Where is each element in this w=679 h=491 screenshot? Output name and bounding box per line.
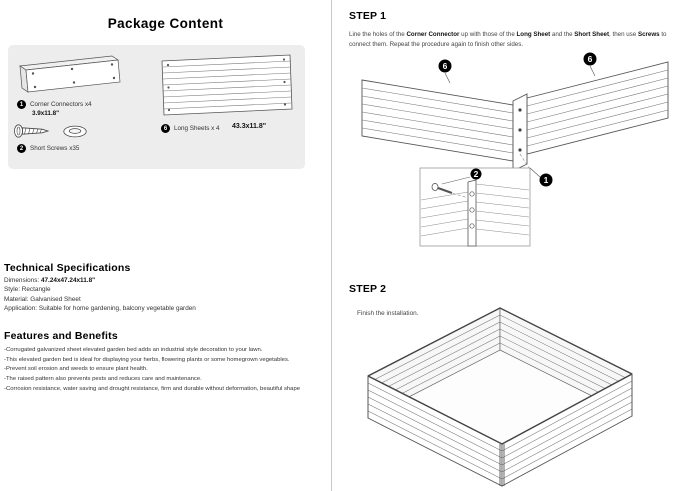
- zoom-corner-strip: [467, 179, 477, 247]
- item-badge-screws: 2: [17, 144, 26, 153]
- package-content-title: Package Content: [107, 16, 224, 31]
- svg-text:1: 1: [544, 175, 549, 185]
- connector-screw-holes: [31, 63, 116, 89]
- feature-item: -The raised pattern also prevents pests …: [4, 376, 202, 383]
- left-long-sheet: [361, 79, 514, 162]
- instr-text: and the: [550, 31, 575, 38]
- bed-top-rim: [367, 307, 633, 445]
- spec-dimensions-label: Dimensions:: [4, 277, 40, 284]
- item-badge-sheets: 6: [161, 124, 170, 133]
- screw-detail: [431, 182, 468, 198]
- instr-bold-short-sheet: Short Sheet: [574, 31, 610, 38]
- features-list: -Corrugated galvanized sheet elevated ga…: [4, 346, 330, 395]
- item-label-corner: Corner Connectors x4: [30, 101, 92, 108]
- instr-bold-corner-connector: Corner Connector: [406, 31, 460, 38]
- instr-text: Line the holes of the: [349, 31, 407, 38]
- item-badge-corner: 1: [17, 100, 26, 109]
- spec-dimensions-value: 47.24x47.24x11.8": [40, 277, 96, 284]
- feature-item: -This elevated garden bed is ideal for d…: [4, 356, 290, 363]
- instr-text: up with those of the: [459, 31, 517, 38]
- instr-text: , then use: [609, 31, 638, 38]
- step2-illustration: [367, 307, 633, 487]
- corner-connector-illustration: [19, 55, 121, 93]
- cap-nut-illustration: [63, 125, 87, 138]
- svg-text:6: 6: [443, 61, 448, 71]
- package-content-box: 1 Corner Connectors x4 3.9x11.8" 2 Short…: [8, 45, 305, 169]
- item-label-screws: Short Screws x35: [30, 145, 80, 152]
- features-title: Features and Benefits: [4, 330, 118, 342]
- label-badge-right-sheet: 6: [583, 52, 597, 77]
- svg-text:6: 6: [588, 54, 593, 64]
- step1-title: STEP 1: [349, 10, 387, 22]
- bed-corner-posts: [367, 374, 633, 486]
- item-size-corner: 3.9x11.8": [32, 110, 60, 117]
- step1-illustration: 2 6 6 1: [361, 52, 669, 247]
- sheet-screw-holes: [166, 58, 287, 112]
- item-label-sheets: Long Sheets x 4: [174, 125, 220, 132]
- specs-title: Technical Specifications: [4, 262, 131, 274]
- instr-bold-screws: Screws: [637, 31, 660, 38]
- label-badge-left-sheet: 6: [438, 59, 452, 84]
- zoom-inset-box: 2: [419, 167, 531, 247]
- spec-line-style: Style: Rectangle: [4, 286, 51, 294]
- instr-text: to connect them. Repeat the procedure ag…: [349, 31, 667, 48]
- label-badge-corner: 1: [529, 167, 553, 187]
- feature-item: -Prevent soil erosion and weeds to ensur…: [4, 366, 148, 373]
- instr-bold-long-sheet: Long Sheet: [516, 31, 551, 38]
- label-badge-screw: 2: [441, 168, 482, 185]
- svg-text:2: 2: [474, 169, 479, 179]
- step1-instruction: Line the holes of the Corner Connector u…: [349, 30, 671, 49]
- specs-list: Dimensions: 47.24x47.24x11.8" Style: Rec…: [4, 277, 328, 315]
- column-divider: [331, 0, 332, 491]
- zoom-screw-holes: [469, 191, 475, 229]
- feature-item: -Corrugated galvanized sheet elevated ga…: [4, 347, 263, 353]
- step2-title: STEP 2: [349, 283, 387, 295]
- screw-illustration: [14, 124, 50, 138]
- callout-dash-line: [519, 153, 530, 169]
- long-sheet-illustration: [161, 54, 293, 116]
- step2-caption: Finish the installation.: [357, 310, 419, 317]
- right-long-sheet: [526, 61, 669, 155]
- item-size-sheets: 43.3x11.8": [232, 123, 267, 130]
- corner-connector-piece: [512, 93, 528, 172]
- spec-line-application: Application: Suitable for home gardening…: [4, 305, 196, 313]
- feature-item: -Corrosion resistance, water saving and …: [4, 385, 301, 392]
- spec-line-dimensions: Dimensions: 47.24x47.24x11.8": [4, 277, 328, 284]
- spec-line-material: Material: Galvanised Sheet: [4, 295, 81, 303]
